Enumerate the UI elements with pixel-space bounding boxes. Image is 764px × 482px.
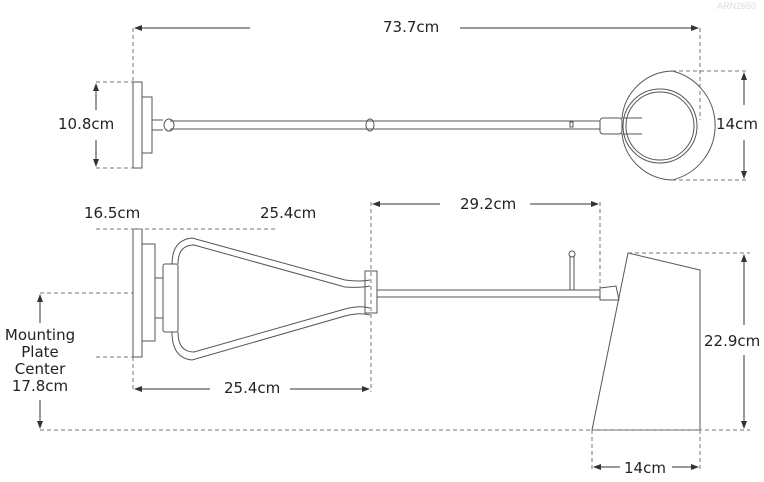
shade-width-label: 14cm bbox=[624, 459, 666, 477]
overall-width-label: 73.7cm bbox=[383, 18, 440, 36]
mpc-value: 17.8cm bbox=[11, 377, 69, 395]
mpc-line1: Mounting bbox=[4, 326, 76, 344]
watermark: ARN2650 bbox=[716, 1, 756, 11]
backplate-height-label: 10.8cm bbox=[58, 115, 115, 133]
mounting-plate-center-label: Mounting Plate Center 17.8cm bbox=[0, 327, 80, 395]
arm-extension-label: 29.2cm bbox=[460, 195, 517, 213]
arm-depth-bottom-label: 25.4cm bbox=[224, 379, 281, 397]
shade-height-label: 22.9cm bbox=[704, 332, 761, 350]
top-view-fixture bbox=[132, 70, 716, 181]
mpc-line2: Plate bbox=[21, 343, 59, 361]
dimension-lines bbox=[40, 28, 750, 470]
backplate-width-label: 16.5cm bbox=[84, 204, 141, 222]
shade-diameter-label: 14cm bbox=[716, 115, 758, 133]
arm-depth-top-label: 25.4cm bbox=[260, 204, 317, 222]
side-view-fixture bbox=[132, 228, 701, 431]
mpc-line3: Center bbox=[14, 360, 66, 378]
